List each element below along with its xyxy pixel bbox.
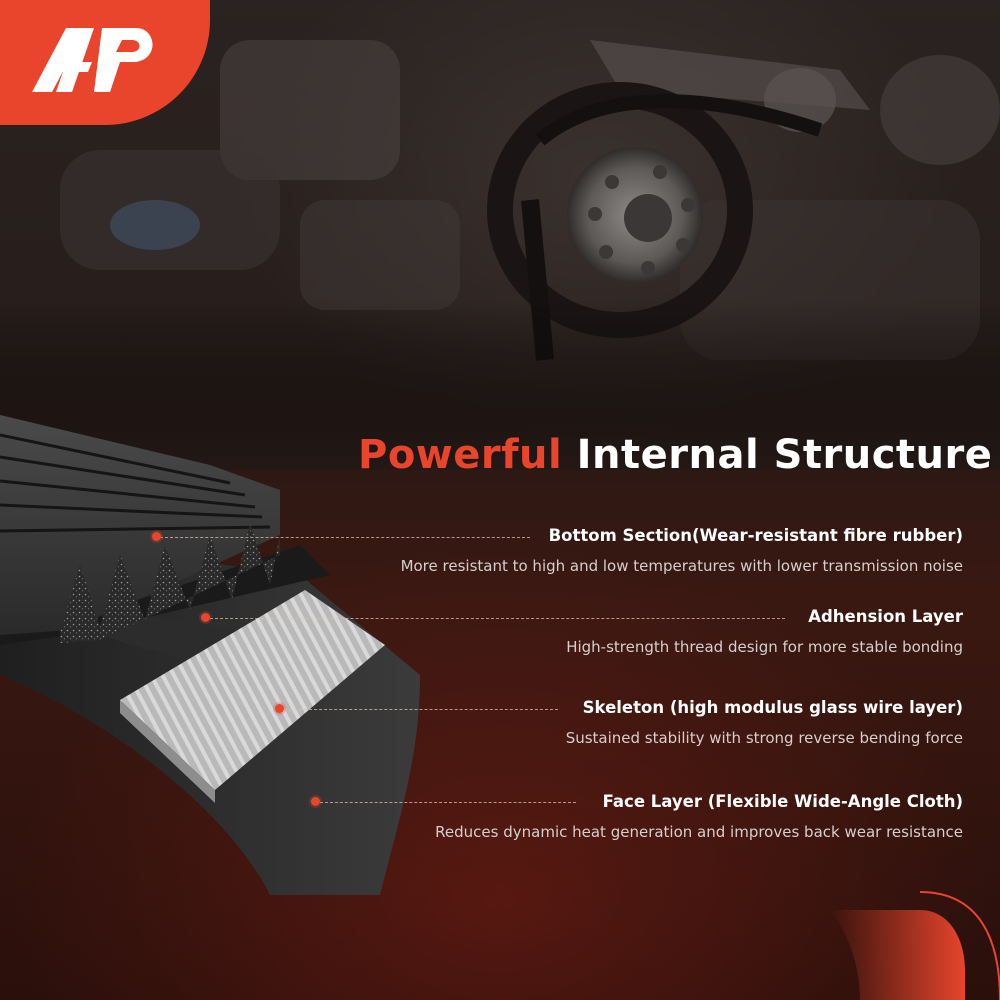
layer-bottom-section: Bottom Section(Wear-resistant fibre rubb… <box>401 526 963 575</box>
marker-dot-face-layer <box>311 797 320 806</box>
title-accent: Powerful <box>358 432 563 478</box>
page-title: Powerful Internal Structure <box>358 432 992 478</box>
leader-line-adhesion-layer <box>210 618 785 619</box>
layer-face: Face Layer (Flexible Wide-Angle Cloth) R… <box>435 792 963 841</box>
layer-description: More resistant to high and low temperatu… <box>400 557 963 575</box>
leader-line-face-layer <box>320 802 576 803</box>
a-premium-logo-icon <box>32 28 153 92</box>
layer-skeleton: Skeleton (high modulus glass wire layer)… <box>566 698 963 747</box>
marker-dot-bottom-section <box>152 532 161 541</box>
layer-heading: Bottom Section(Wear-resistant fibre rubb… <box>548 526 963 545</box>
layer-heading: Skeleton (high modulus glass wire layer) <box>582 698 963 717</box>
layer-heading: Face Layer (Flexible Wide-Angle Cloth) <box>602 792 963 811</box>
title-rest: Internal Structure <box>576 432 993 478</box>
corner-swoosh-decoration <box>830 891 1000 1000</box>
layer-description: Sustained stability with strong reverse … <box>565 729 963 747</box>
layer-heading: Adhension Layer <box>808 607 963 626</box>
engine-background-image <box>0 0 1000 470</box>
belt-cross-section-illustration <box>0 415 420 895</box>
marker-dot-adhesion-layer <box>201 613 210 622</box>
leader-line-bottom-section <box>160 537 530 538</box>
layer-description: High-strength thread design for more sta… <box>566 638 963 656</box>
layer-description: Reduces dynamic heat generation and impr… <box>435 823 963 841</box>
layer-adhesion: Adhension Layer High-strength thread des… <box>566 607 963 656</box>
leader-line-skeleton <box>284 709 558 710</box>
marker-dot-skeleton <box>275 704 284 713</box>
